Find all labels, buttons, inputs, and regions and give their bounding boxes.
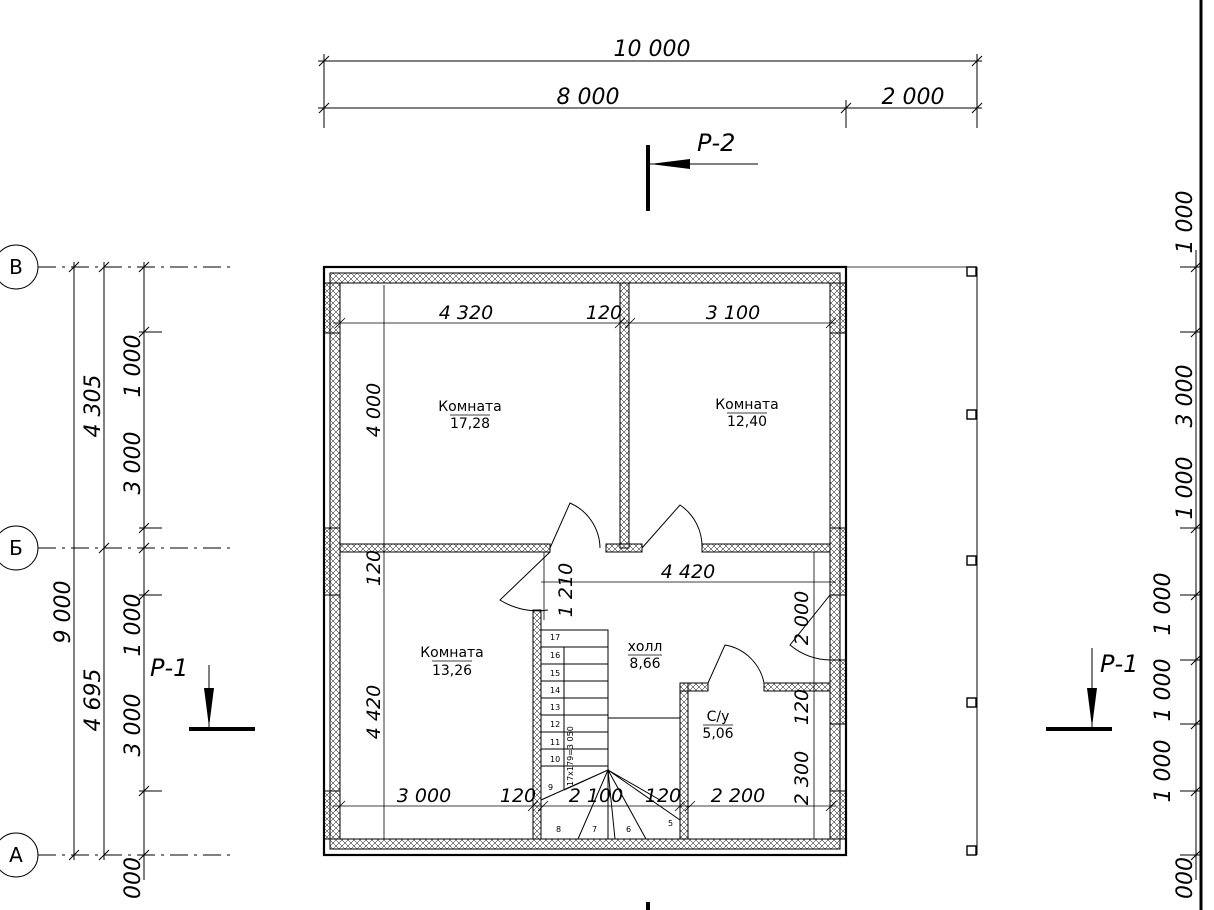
stair-step-12: 12 — [550, 720, 560, 729]
stair-step-8: 8 — [556, 825, 561, 834]
exterior-walls — [322, 265, 848, 857]
room-name: Комната — [715, 397, 779, 413]
section-label-left: Р-1 — [150, 654, 188, 682]
section-mark-right: Р-1 — [1046, 648, 1138, 731]
room-name: холл — [628, 639, 663, 655]
dim-inner-bottom-4: 120 — [645, 785, 681, 807]
dim-left-lower: 4 695 — [81, 669, 106, 732]
room-label-2: Комната 12,40 — [715, 397, 779, 430]
room-area: 13,26 — [432, 663, 472, 679]
dim-vert-hall: 1 210 — [555, 563, 577, 617]
axis-label-v: В — [9, 255, 23, 279]
room-label-bathroom: С/у 5,06 — [702, 709, 733, 742]
axis-label-a: А — [9, 843, 23, 867]
room-label-3: Комната 13,26 — [420, 645, 484, 679]
room-name: С/у — [707, 709, 730, 725]
dim-left-seg-4: 3 000 — [121, 694, 146, 757]
left-axis-markers: В Б А — [0, 244, 232, 878]
stair-step-15: 15 — [550, 669, 560, 678]
top-dimension-chain: 10 000 8 000 2 000 — [318, 37, 983, 128]
dim-inner-bottom-3: 2 100 — [569, 785, 623, 807]
dim-top-right: 2 000 — [882, 85, 945, 110]
dim-inner-bottom-5: 2 200 — [711, 785, 765, 807]
dim-right-seg-4: 1 000 — [1151, 573, 1176, 636]
door-swings — [499, 502, 831, 684]
room-label-1: Комната 17,28 — [438, 399, 502, 432]
dim-left-upper: 4 305 — [81, 375, 106, 438]
dim-right-seg-6: 1 000 — [1151, 740, 1176, 803]
stair-step-16: 16 — [550, 651, 560, 660]
dim-right-seg-5: 1 000 — [1151, 659, 1176, 722]
dim-inner-mid: 4 420 — [661, 561, 715, 583]
dim-right-seg-3: 1 000 — [1173, 457, 1198, 520]
dim-vert-right-2: 120 — [791, 689, 813, 725]
dim-inner-top-3: 3 100 — [706, 302, 760, 324]
section-mark-left: Р-1 — [150, 654, 255, 731]
stair-step-7: 7 — [592, 825, 597, 834]
dim-right-seg-7: 000 — [1173, 857, 1198, 899]
dim-right-seg-2: 3 000 — [1173, 365, 1198, 428]
room-area: 8,66 — [629, 656, 660, 672]
dim-top-left: 8 000 — [557, 85, 620, 110]
dim-vert-room3: 4 420 — [363, 685, 385, 739]
dim-left-seg-1: 1 000 — [121, 335, 146, 398]
dim-right-seg-1: 1 000 — [1173, 191, 1198, 254]
inner-dimensions: 4 320 120 3 100 4 420 3 000 120 2 100 12… — [333, 285, 837, 839]
dim-inner-bottom-2: 120 — [500, 785, 536, 807]
dim-left-total: 9 000 — [51, 581, 76, 644]
dim-vert-room1: 4 000 — [363, 383, 385, 437]
stair-step-6: 6 — [626, 825, 631, 834]
room-area: 12,40 — [727, 414, 767, 430]
dim-vert-right-3: 2 300 — [791, 751, 813, 805]
dim-left-seg-2: 3 000 — [121, 432, 146, 495]
dim-vert-wall: 120 — [363, 550, 385, 586]
stair-step-13: 13 — [550, 703, 560, 712]
room-label-hall: холл 8,66 — [628, 639, 663, 672]
stair-step-9: 9 — [548, 783, 553, 792]
dim-top-overall: 10 000 — [614, 37, 691, 62]
dim-left-seg-3: 1 000 — [121, 594, 146, 657]
room-area: 5,06 — [702, 726, 733, 742]
section-label-top: Р-2 — [697, 129, 735, 157]
room-name: Комната — [438, 399, 502, 415]
dim-vert-right-1: 2 000 — [791, 591, 813, 645]
dim-inner-top-2: 120 — [586, 302, 622, 324]
stair-step-10: 10 — [550, 755, 560, 764]
interior-walls — [339, 282, 831, 840]
stair-step-11: 11 — [550, 738, 560, 747]
section-mark-top: Р-2 — [646, 129, 758, 211]
dim-inner-bottom-1: 3 000 — [397, 785, 451, 807]
dim-left-seg-5: 000 — [121, 857, 146, 899]
axis-label-b: Б — [9, 536, 23, 560]
stair-step-5: 5 — [668, 819, 673, 828]
section-label-right: Р-1 — [1100, 650, 1138, 678]
left-dimension-chain: 9 000 4 305 4 695 1 000 3 000 1 000 3 00… — [51, 261, 162, 899]
stair-step-14: 14 — [550, 686, 560, 695]
stair-step-17: 17 — [550, 633, 560, 642]
room-labels: Комната 17,28 Комната 12,40 Комната 13,2… — [420, 397, 779, 742]
room-name: Комната — [420, 645, 484, 661]
stair-flight-label: 17х179=3 050 — [566, 726, 575, 786]
room-area: 17,28 — [450, 416, 490, 432]
right-dimension-chain: 1 000 3 000 1 000 1 000 1 000 1 000 000 — [846, 191, 1202, 899]
staircase: 17 16 15 14 13 12 11 10 9 8 7 6 5 17х179… — [540, 629, 681, 840]
dim-inner-top-1: 4 320 — [439, 302, 493, 324]
